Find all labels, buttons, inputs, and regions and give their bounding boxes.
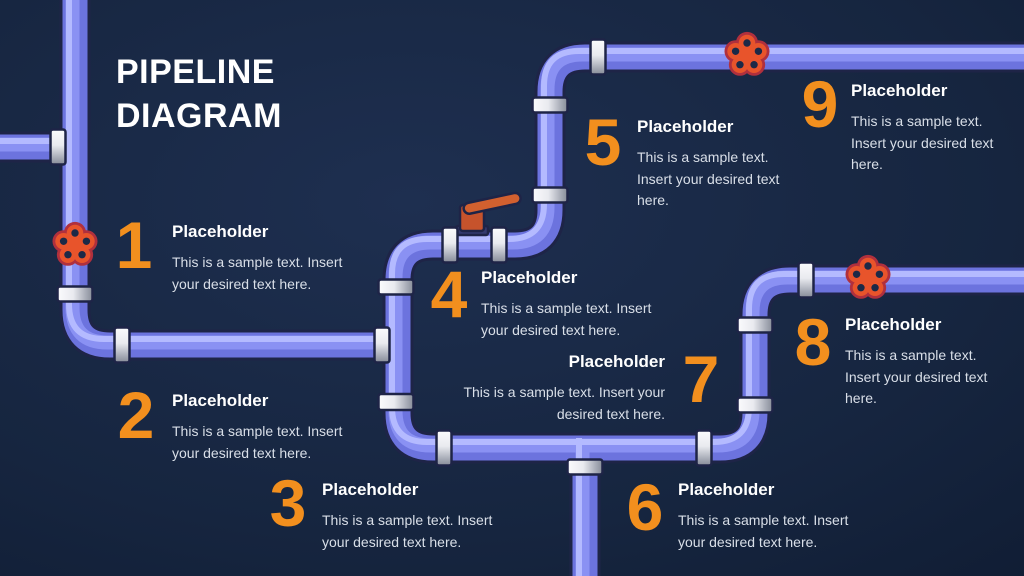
step-1-body: This is a sample text. Insert your desir… xyxy=(172,254,343,292)
step-6-body: This is a sample text. Insert your desir… xyxy=(678,512,849,550)
step-8-body: This is a sample text. Insert your desir… xyxy=(845,347,988,406)
step-4-body: This is a sample text. Insert your desir… xyxy=(481,300,652,338)
step-8-text-block: Placeholder This is a sample text. Inser… xyxy=(845,314,997,410)
pipe-joints xyxy=(49,38,815,476)
step-6-number: 6 xyxy=(626,470,664,544)
step-3-heading: Placeholder xyxy=(322,480,419,499)
pipe-joint xyxy=(531,96,569,114)
step-8-number: 8 xyxy=(794,305,832,379)
pipe-joint xyxy=(113,326,131,364)
valve-lever-icon xyxy=(454,191,522,237)
step-4-number: 4 xyxy=(430,257,468,331)
step-9-heading: Placeholder xyxy=(851,81,948,100)
pipe-joint xyxy=(797,261,815,299)
step-6-text-block: Placeholder This is a sample text. Inser… xyxy=(678,479,878,553)
step-7-text-block: Placeholder This is a sample text. Inser… xyxy=(455,351,665,425)
slide-title-line1: PIPELINE xyxy=(116,53,275,91)
step-5-text-block: Placeholder This is a sample text. Inser… xyxy=(637,116,789,212)
valve-wheel-icon xyxy=(52,221,98,266)
step-3-number: 3 xyxy=(269,466,307,540)
step-1-heading: Placeholder xyxy=(172,222,269,241)
slide-title: PIPELINE DIAGRAM xyxy=(116,50,282,138)
valve-wheel-icon xyxy=(845,254,891,299)
step-5-heading: Placeholder xyxy=(637,117,734,136)
step-9-body: This is a sample text. Insert your desir… xyxy=(851,113,994,172)
step-9-text-block: Placeholder This is a sample text. Inser… xyxy=(851,80,1003,176)
pipe-joint xyxy=(566,458,604,476)
step-9-number: 9 xyxy=(801,67,839,141)
step-1-text-block: Placeholder This is a sample text. Inser… xyxy=(172,221,372,295)
step-6-heading: Placeholder xyxy=(678,480,775,499)
pipe-joint xyxy=(490,226,508,264)
pipe-joint xyxy=(531,186,569,204)
pipe-joint xyxy=(736,396,774,414)
pipe-joint xyxy=(435,429,453,467)
step-2-number: 2 xyxy=(117,378,155,452)
step-3-text-block: Placeholder This is a sample text. Inser… xyxy=(322,479,522,553)
step-3-body: This is a sample text. Insert your desir… xyxy=(322,512,493,550)
step-7-number: 7 xyxy=(682,342,720,416)
step-2-text-block: Placeholder This is a sample text. Inser… xyxy=(172,390,372,464)
pipe-joint xyxy=(373,326,391,364)
step-8-heading: Placeholder xyxy=(845,315,942,334)
slide-title-line2: DIAGRAM xyxy=(116,97,282,135)
pipe-joint xyxy=(589,38,607,76)
pipe-joint xyxy=(441,226,459,264)
step-2-heading: Placeholder xyxy=(172,391,269,410)
step-4-heading: Placeholder xyxy=(481,268,578,287)
step-5-number: 5 xyxy=(584,105,622,179)
step-5-body: This is a sample text. Insert your desir… xyxy=(637,149,780,208)
step-7-body: This is a sample text. Insert your desir… xyxy=(463,384,665,422)
pipe-joint xyxy=(377,392,415,412)
pipe-joint xyxy=(695,429,713,467)
step-1-number: 1 xyxy=(115,208,153,282)
pipe-joint xyxy=(736,316,774,334)
step-7-heading: Placeholder xyxy=(568,352,665,371)
step-4-text-block: Placeholder This is a sample text. Inser… xyxy=(481,267,681,341)
step-2-body: This is a sample text. Insert your desir… xyxy=(172,423,343,461)
pipe-joint xyxy=(377,278,415,296)
pipe-joint xyxy=(56,285,94,303)
valve-wheel-icon xyxy=(724,31,770,76)
pipe-joint xyxy=(49,128,67,166)
